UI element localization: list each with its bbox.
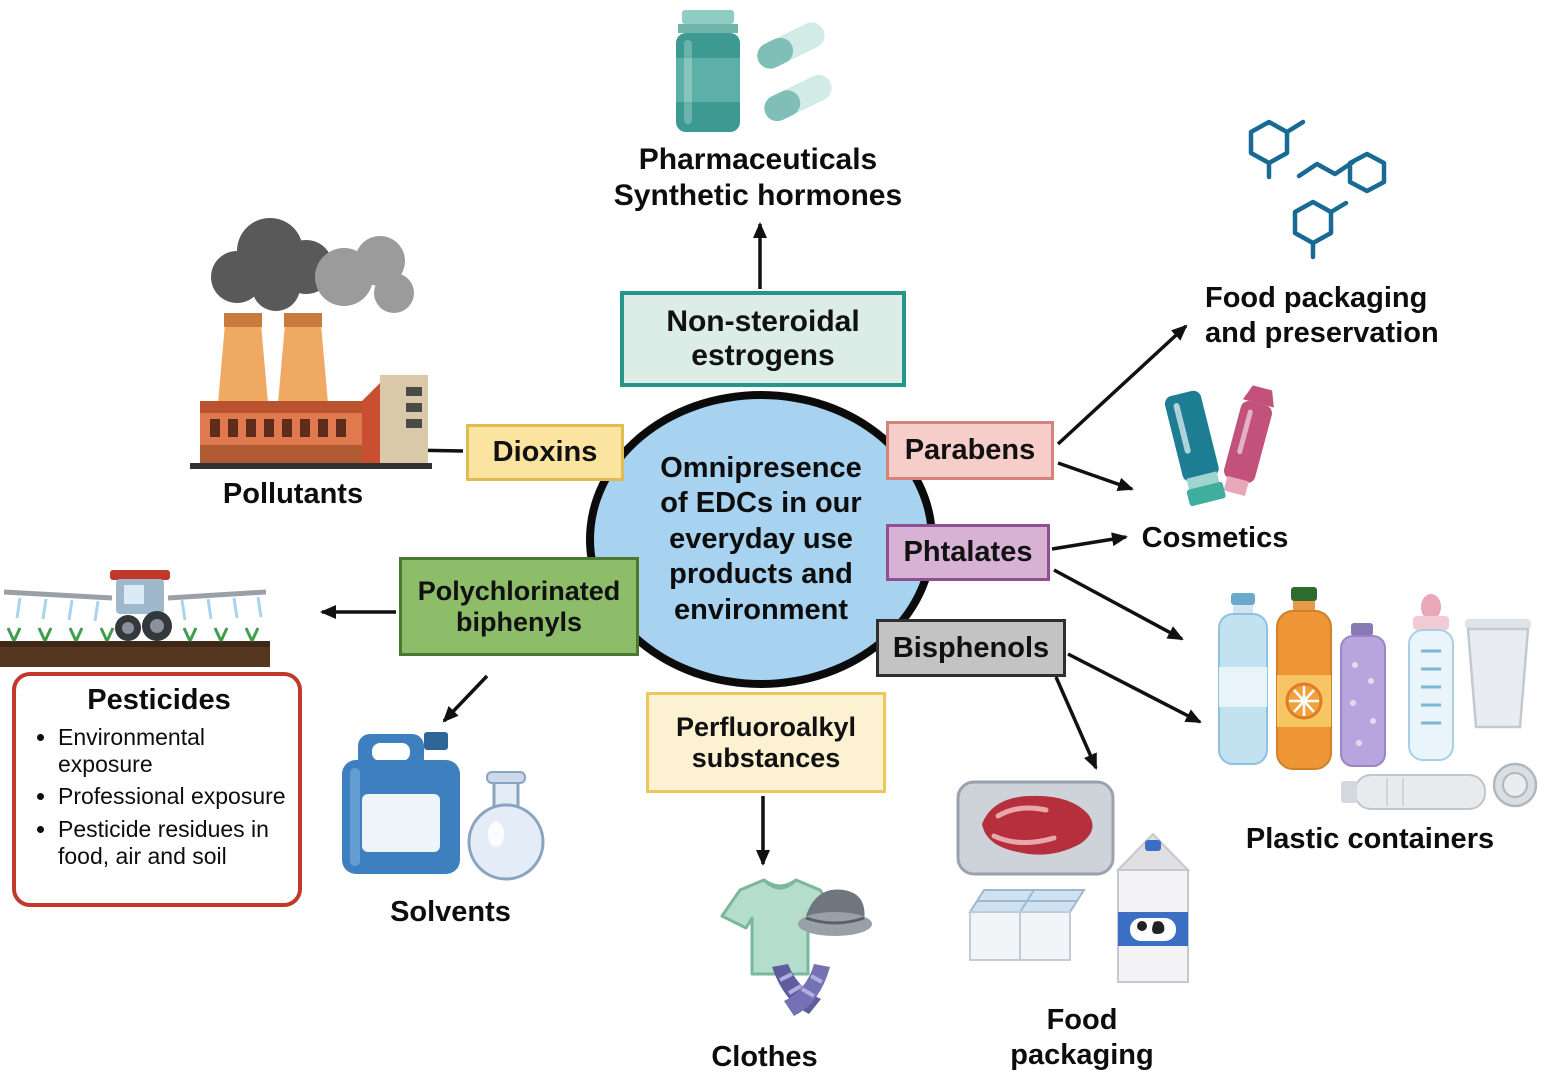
label-food-packaging-preservation: Food packaging and preservation [1205, 282, 1439, 349]
scarf [772, 964, 830, 1016]
label-pollutants: Pollutants [222, 478, 364, 510]
box-polychlorinated-biphenyls: Polychlorinated biphenyls [399, 557, 639, 656]
solvent-jug [342, 732, 460, 874]
box-perfluoroalkyl-substances: Perfluoroalkyl substances [646, 692, 886, 793]
t-shirt [720, 878, 840, 976]
pink-cosmetic-tube [1223, 385, 1274, 497]
box-non-steroidal-estrogens: Non-steroidal estrogens [620, 291, 906, 387]
label-food-packaging: Food packaging [1010, 1004, 1154, 1071]
pesticides-detail-box: Pesticides Environmental exposure Profes… [12, 672, 302, 907]
meat-tray [956, 780, 1115, 876]
plastic-containers-icon [1205, 585, 1540, 820]
molecule-bonds [1248, 119, 1387, 260]
juice-bottle [1276, 587, 1332, 770]
label-solvents: Solvents [390, 896, 511, 928]
factory-buildings [190, 375, 432, 469]
pesticides-bullet: Professional exposure [58, 783, 286, 810]
tractor-body [110, 570, 172, 641]
box-dioxins: Dioxins [466, 424, 624, 481]
box-parabens: Parabens [886, 421, 1054, 480]
solvents-icon [328, 722, 548, 887]
box-bisphenols: Bisphenols [876, 619, 1066, 677]
tractor-sprayer-icon [0, 540, 270, 675]
sprayer-booms [3, 589, 267, 622]
baby-bottle [1408, 594, 1454, 761]
arrow-phtalates-to-plastic-containers [1053, 568, 1184, 641]
capsule-icon [757, 22, 825, 69]
pesticides-bullet-list: Environmental exposure Professional expo… [32, 724, 286, 869]
pharmaceuticals-icon [660, 6, 860, 141]
arrow-pcb-to-solvents [442, 674, 489, 723]
capsule-icon [764, 74, 832, 122]
central-topic-label: Omnipresence of EDCs in our everyday use… [660, 452, 862, 626]
arrow-bisphenols-to-food-packaging [1054, 676, 1098, 770]
hat [798, 889, 872, 936]
cosmetics-icon [1148, 372, 1288, 517]
label-clothes: Clothes [711, 1041, 818, 1073]
molecule-structures-icon [1235, 110, 1400, 260]
bottle-cap [1492, 762, 1538, 808]
label-cosmetics: Cosmetics [1141, 522, 1289, 554]
food-packaging-icon [950, 772, 1200, 997]
pesticides-bullet: Environmental exposure [58, 724, 286, 777]
arrow-parabens-to-cosmetics [1057, 461, 1134, 491]
arrow-phtalates-to-cosmetics [1051, 532, 1128, 551]
teal-cosmetic-tube [1164, 390, 1226, 507]
pill-bottle-icon [676, 10, 740, 132]
pesticides-title: Pesticides [87, 684, 231, 716]
label-pharmaceuticals: Pharmaceuticals Synthetic hormones [613, 143, 903, 212]
clothes-icon [688, 872, 873, 1037]
chimneys [218, 313, 328, 403]
label-plastic-containers: Plastic containers [1245, 823, 1495, 855]
smoke-clouds [211, 218, 414, 313]
box-phtalates: Phtalates [886, 524, 1050, 581]
lying-bottle [1341, 774, 1486, 810]
soil-and-seedlings [0, 627, 270, 667]
factory-icon [182, 205, 437, 470]
milk-carton [1115, 832, 1191, 983]
water-bottle [1218, 593, 1268, 765]
pesticides-bullet: Pesticide residues in food, air and soil [58, 816, 286, 869]
round-flask [467, 771, 545, 881]
plastic-cup [1465, 619, 1531, 729]
purple-bottle [1340, 623, 1386, 767]
arrow-bisphenols-to-plastic-containers [1067, 652, 1202, 724]
yogurt-multipack [968, 889, 1086, 961]
